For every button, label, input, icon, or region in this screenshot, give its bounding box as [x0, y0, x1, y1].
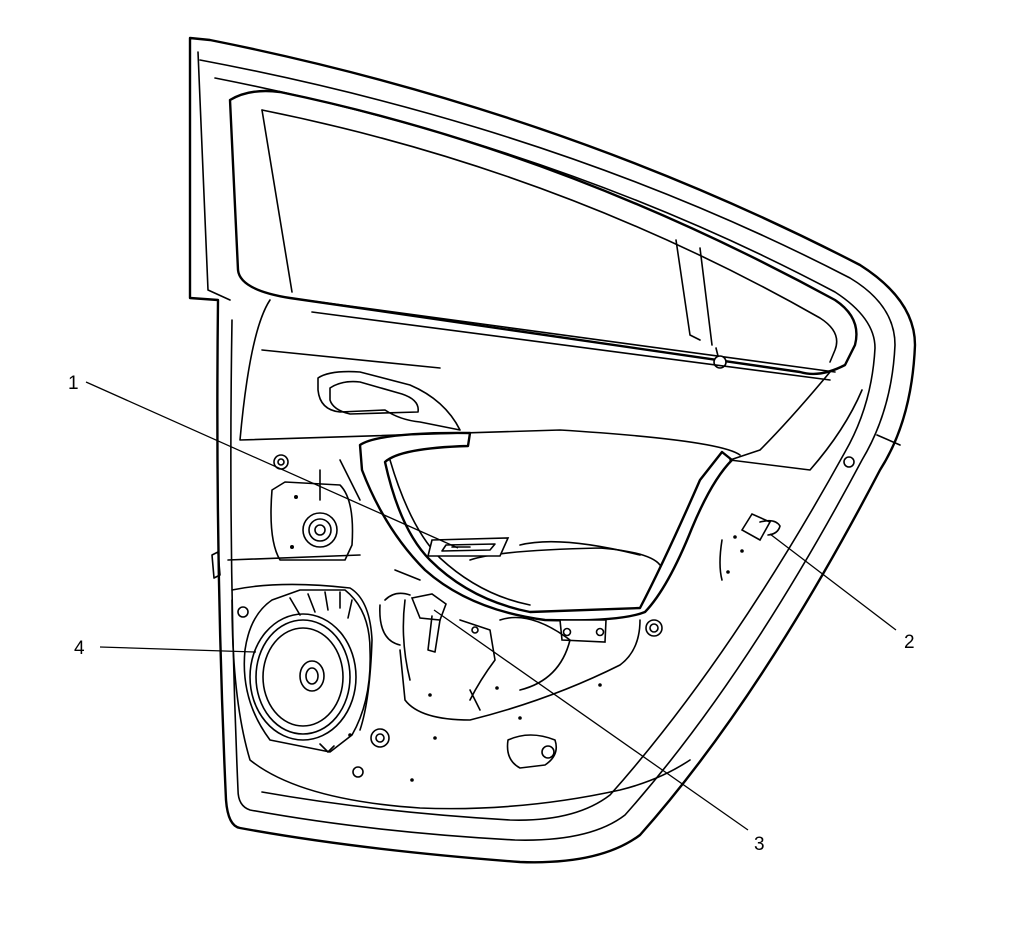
lock-rod [379, 592, 447, 653]
upper-trim-panel [239, 299, 863, 471]
inner-panel-details [211, 459, 691, 810]
leader-2 [769, 533, 897, 631]
inside-handle [317, 370, 461, 431]
callout-4: 4 [74, 638, 85, 659]
callout-3: 3 [754, 834, 765, 855]
tweeter-speaker [270, 454, 354, 561]
armrest-panel [358, 431, 734, 643]
callout-2: 2 [904, 632, 915, 653]
leader-4 [99, 646, 257, 653]
door-outer-frame [188, 36, 917, 864]
leader-lines [85, 381, 897, 831]
window-frame [228, 89, 858, 376]
callout-labels: 1 2 3 4 [68, 373, 915, 855]
leader-1 [85, 381, 459, 549]
leader-3 [433, 609, 749, 831]
window-switch [426, 537, 510, 557]
woofer-speaker [243, 589, 371, 753]
door-latch [719, 456, 855, 581]
callout-1: 1 [68, 373, 79, 394]
